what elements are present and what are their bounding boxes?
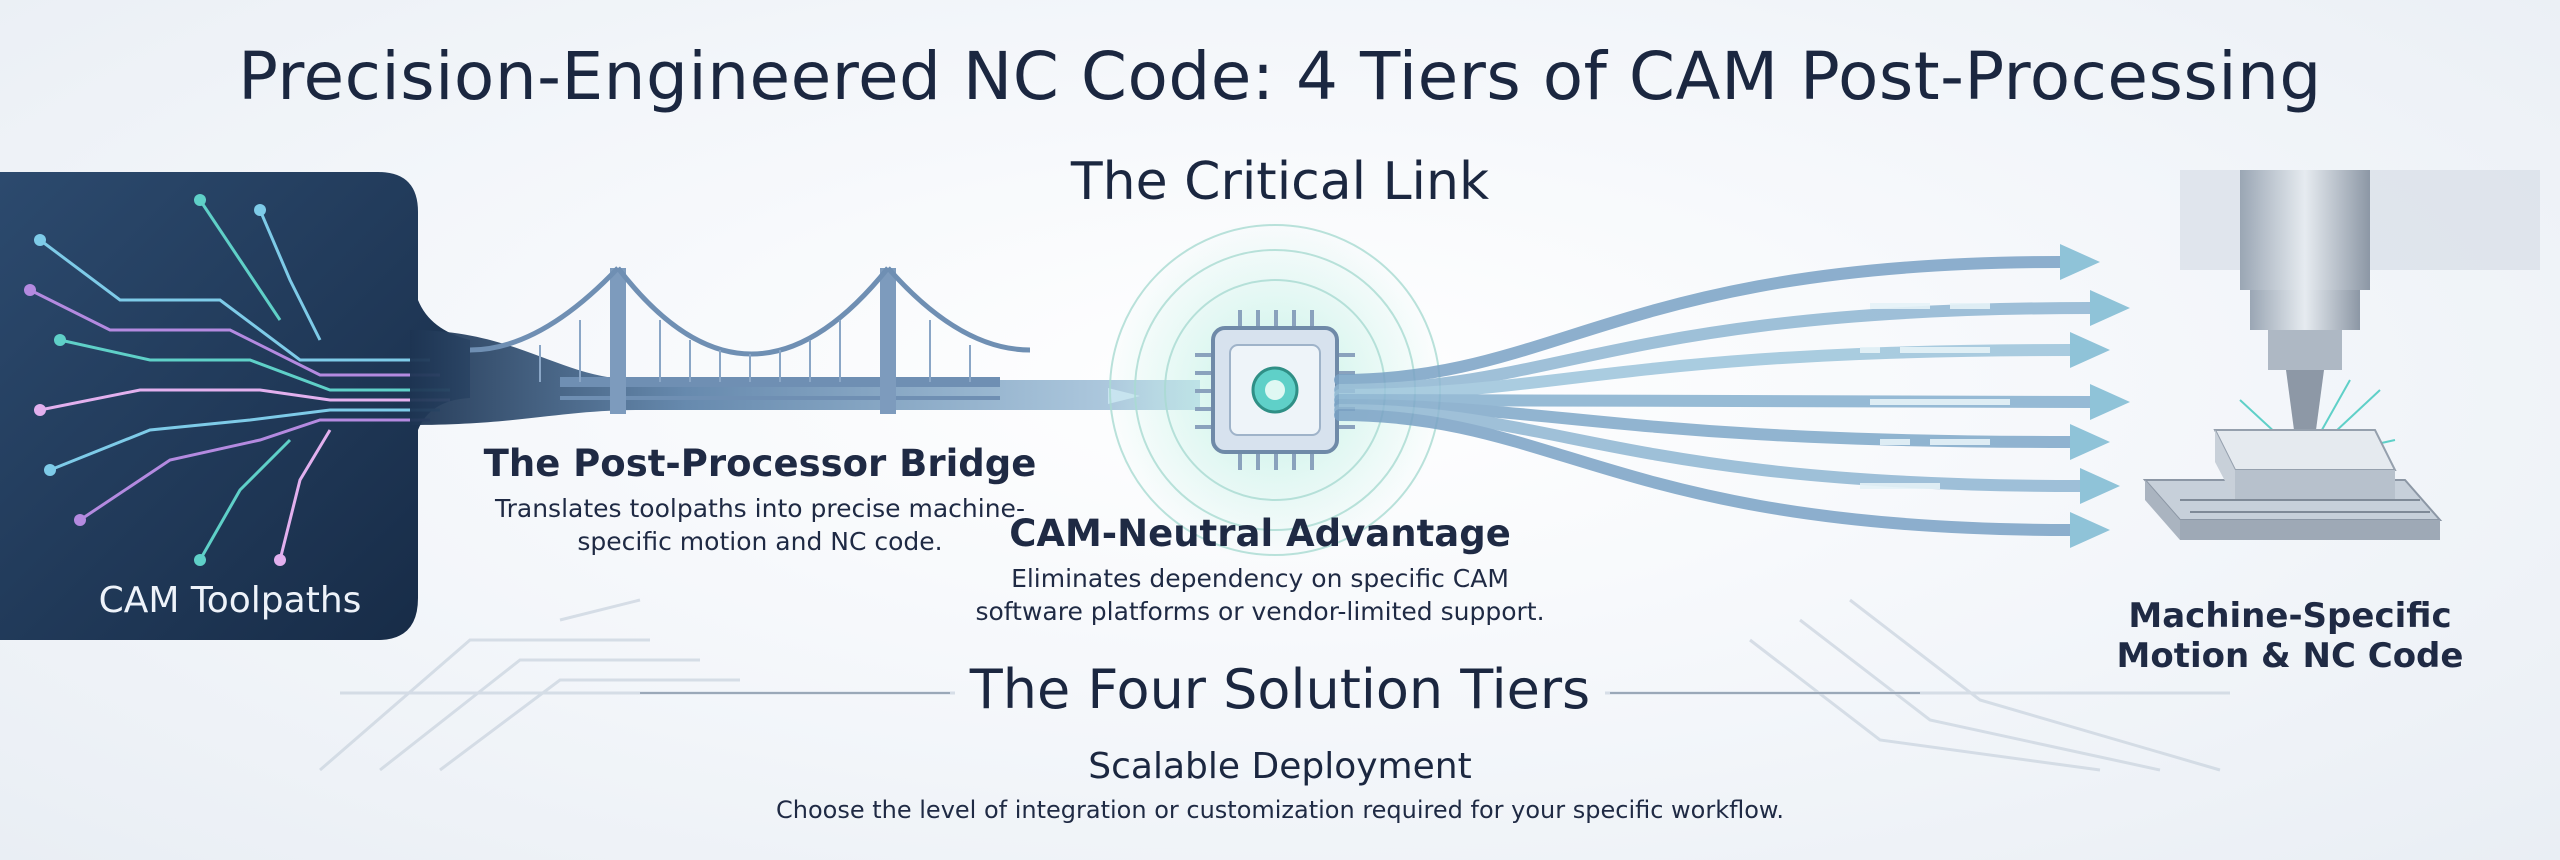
scalable-deployment-description: Choose the level of integration or custo…	[776, 796, 1784, 824]
stream-arrowheads	[2060, 244, 2130, 548]
solution-tiers-heading: The Four Solution Tiers	[969, 658, 1591, 721]
circuit-board-icon	[24, 194, 450, 566]
machine-specific-label: Machine-Specific Motion & NC Code	[2116, 596, 2464, 676]
chip-icon	[1195, 310, 1355, 470]
cam-neutral-title: CAM-Neutral Advantage	[1009, 512, 1511, 555]
bridge-title: The Post-Processor Bridge	[483, 442, 1037, 485]
scalable-deployment-title: Scalable Deployment	[1088, 746, 1472, 787]
cam-toolpaths-panel	[0, 172, 470, 640]
nc-code-streams	[1334, 256, 2096, 536]
page-title: Precision-Engineered NC Code: 4 Tiers of…	[238, 38, 2322, 115]
critical-link-heading: The Critical Link	[1070, 152, 1490, 212]
cnc-machine-icon	[2142, 170, 2540, 540]
code-dashes	[1860, 303, 2010, 489]
bridge-icon	[469, 266, 1031, 414]
bridge-description: Translates toolpaths into precise machin…	[495, 494, 1025, 556]
cam-toolpaths-label: CAM Toolpaths	[98, 580, 362, 621]
data-flow-band	[410, 330, 1200, 425]
cam-neutral-description: Eliminates dependency on specific CAM so…	[975, 564, 1545, 626]
